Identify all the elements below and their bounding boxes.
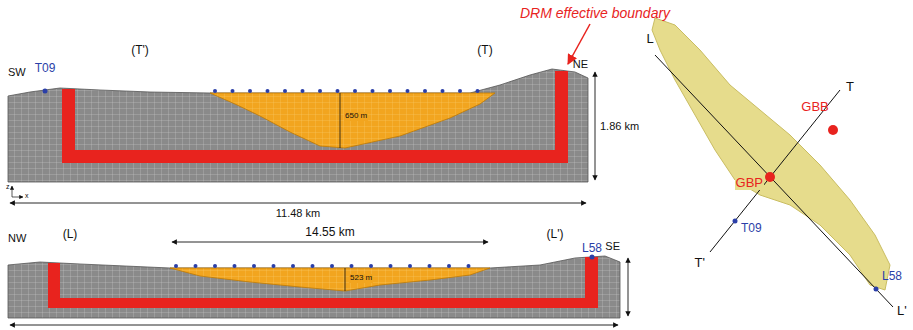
site-dot xyxy=(765,172,775,182)
section-line xyxy=(710,90,840,252)
callout-label: DRM effective boundary xyxy=(520,6,670,21)
receiver-dot xyxy=(330,264,334,268)
dimension-arrow xyxy=(172,242,488,243)
station-label: T09 xyxy=(35,62,56,75)
depth-label: 650 m xyxy=(344,112,368,121)
receiver-dot xyxy=(272,264,276,268)
receiver-dots xyxy=(174,264,471,268)
receiver-dot xyxy=(291,264,295,268)
station-dot xyxy=(874,287,879,292)
direction-label: NE xyxy=(573,58,588,70)
receiver-dot xyxy=(428,264,432,268)
mesh-domain xyxy=(8,69,588,182)
dimension-label: 1.86 km xyxy=(600,120,639,132)
receiver-dot xyxy=(318,89,322,93)
axis-label: x xyxy=(25,192,29,200)
section-end: (T') xyxy=(131,44,149,57)
receiver-dot xyxy=(311,264,315,268)
section-line xyxy=(655,55,893,307)
receiver-dot xyxy=(369,264,373,268)
receiver-dot xyxy=(447,264,451,268)
receiver-dot xyxy=(371,89,375,93)
receiver-dot xyxy=(283,89,287,93)
basin-map xyxy=(652,18,890,290)
section-end: T xyxy=(846,80,854,94)
receiver-dot xyxy=(467,264,471,268)
receiver-dot xyxy=(231,89,235,93)
station-dot xyxy=(590,255,595,260)
drm-boundary xyxy=(62,71,568,163)
receiver-dot xyxy=(423,89,427,93)
receiver-dot xyxy=(233,264,237,268)
receiver-dot xyxy=(213,264,217,268)
dimension-arrow xyxy=(10,203,586,204)
site-label: GBB xyxy=(801,100,828,114)
site-label: GBP xyxy=(735,176,764,190)
station-label: L58 xyxy=(582,242,602,255)
station-label: T09 xyxy=(741,222,762,235)
receiver-dot xyxy=(174,264,178,268)
sediment-basin xyxy=(170,268,490,291)
dimension-arrow xyxy=(595,72,596,180)
section-end: (L) xyxy=(63,228,78,241)
depth-line xyxy=(340,93,341,148)
dimension-label: 11.48 km xyxy=(276,207,320,219)
receiver-dot xyxy=(476,89,480,93)
dimension-label: 14.55 km xyxy=(305,226,354,239)
receiver-dot xyxy=(389,264,393,268)
section-end: L' xyxy=(897,304,907,318)
receiver-dot xyxy=(441,89,445,93)
receiver-dots xyxy=(213,89,480,93)
station-dot xyxy=(733,219,738,224)
receiver-dot xyxy=(301,89,305,93)
direction-label: SE xyxy=(605,240,620,252)
receiver-dot xyxy=(350,264,354,268)
mesh-domain xyxy=(8,256,620,318)
receiver-dot xyxy=(458,89,462,93)
station-label: L58 xyxy=(882,270,902,283)
sediment-basin xyxy=(210,93,495,148)
receiver-dot xyxy=(252,264,256,268)
direction-label: NW xyxy=(8,232,26,244)
receiver-dot xyxy=(408,264,412,268)
dimension-arrow xyxy=(10,325,618,326)
drm-boundary xyxy=(48,257,598,308)
depth-label: 523 m xyxy=(349,274,373,283)
receiver-dot xyxy=(213,89,217,93)
section-end: T' xyxy=(695,256,705,270)
receiver-dot xyxy=(194,264,198,268)
station-dot xyxy=(43,89,48,94)
axis-arrow xyxy=(12,197,23,198)
section-end: L xyxy=(646,32,653,46)
receiver-dot xyxy=(406,89,410,93)
axis-arrow xyxy=(12,186,13,197)
receiver-dot xyxy=(353,89,357,93)
section-end: (T) xyxy=(477,44,492,57)
receiver-dot xyxy=(266,89,270,93)
depth-line xyxy=(345,268,346,291)
receiver-dot xyxy=(336,89,340,93)
receiver-dot xyxy=(248,89,252,93)
receiver-dot xyxy=(388,89,392,93)
site-dot xyxy=(828,125,838,135)
section-end: (L') xyxy=(547,228,564,241)
direction-label: SW xyxy=(8,66,26,78)
axis-label: z xyxy=(6,183,10,191)
dimension-arrow xyxy=(628,258,629,316)
